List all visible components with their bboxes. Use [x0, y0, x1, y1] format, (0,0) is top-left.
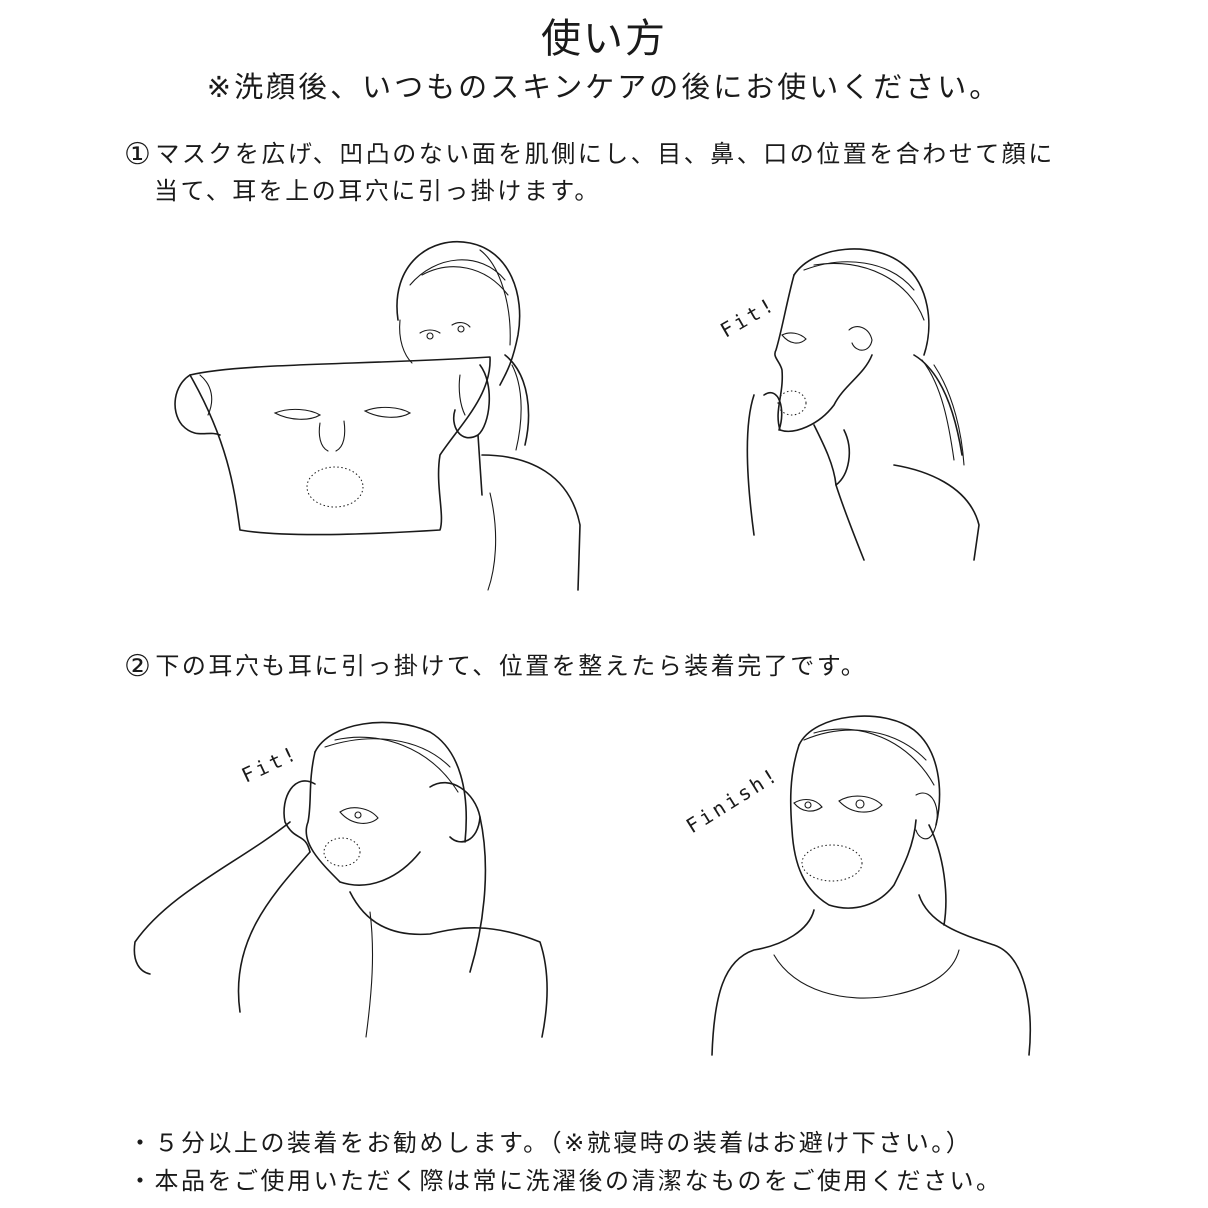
- step-2-instruction: ②下の耳穴も耳に引っ掛けて、位置を整えたら装着完了です。: [124, 648, 867, 685]
- page-title: 使い方: [541, 16, 667, 62]
- illustration-hook-lower-ear: [130, 712, 560, 1042]
- page-subtitle: ※洗顔後、いつものスキンケアの後にお使いください。: [206, 70, 1002, 104]
- illustration-finished: [704, 705, 1044, 1060]
- illustration-hook-upper-ear: [724, 235, 984, 565]
- illustration-spread-mask: [160, 225, 590, 595]
- step-1-instruction: ①マスクを広げ、凹凸のない面を肌側にし、目、鼻、口の位置を合わせて顔に 当て、耳…: [124, 136, 1055, 209]
- note-item-1: ・５分以上の装着をお勧めします。（※就寝時の装着はお避け下さい。）: [128, 1129, 973, 1157]
- step-1-line-1: マスクを広げ、凹凸のない面を肌側にし、目、鼻、口の位置を合わせて顔に: [155, 140, 1055, 168]
- step-1-line-2: 当て、耳を上の耳穴に引っ掛けます。: [154, 177, 601, 205]
- step-1-number: ①: [124, 137, 154, 172]
- note-item-2: ・本品をご使用いただく際は常に洗濯後の清潔なものをご使用ください。: [128, 1167, 1003, 1195]
- step-2-line-1: 下の耳穴も耳に引っ掛けて、位置を整えたら装着完了です。: [155, 652, 868, 680]
- usage-notes: ・５分以上の装着をお勧めします。（※就寝時の装着はお避け下さい。） ・本品をご使…: [128, 1124, 1003, 1200]
- step-2-number: ②: [124, 649, 154, 684]
